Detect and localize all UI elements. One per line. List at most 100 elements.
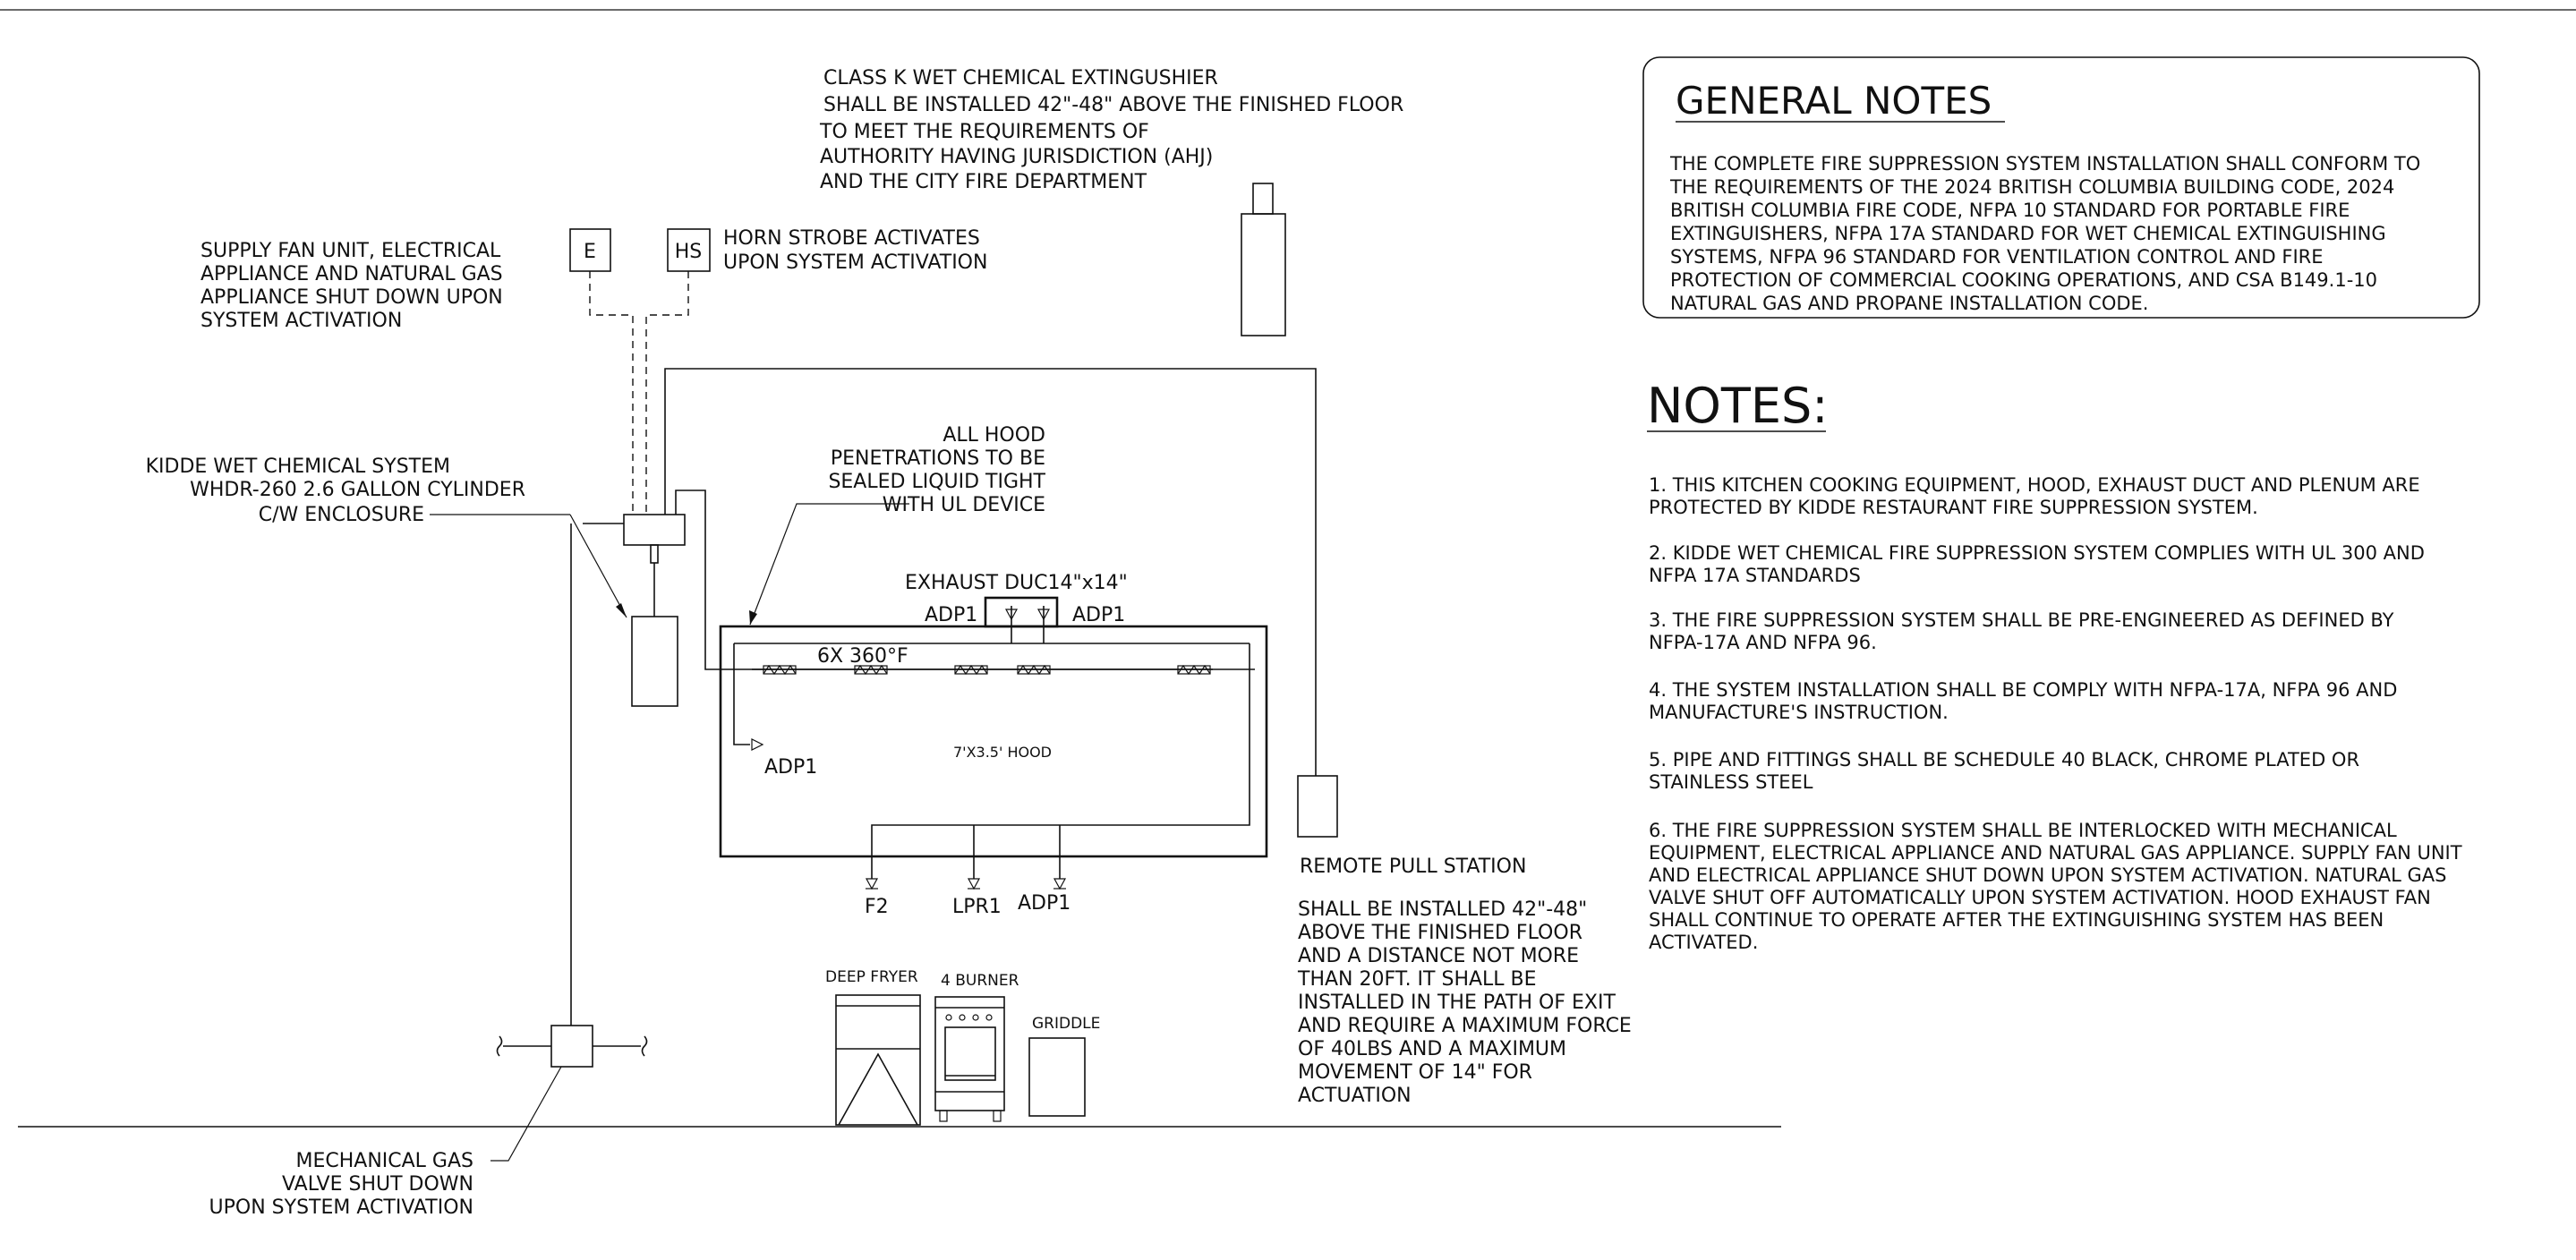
penetration-note-line: WITH UL DEVICE: [883, 494, 1045, 516]
remote-note-line: INSTALLED IN THE PATH OF EXIT: [1298, 992, 1616, 1014]
remote-note-line: AND REQUIRE A MAXIMUM FORCE: [1298, 1015, 1632, 1037]
note-item-line: SHALL CONTINUE TO OPERATE AFTER THE EXTI…: [1649, 909, 2384, 931]
horn-strobe-box: HS: [667, 228, 711, 272]
nozzle-lpr1-label: LPR1: [952, 896, 1002, 918]
kidde-note-line: C/W ENCLOSURE: [259, 504, 424, 526]
four-burner-range: [934, 996, 1005, 1122]
kidde-note-line: KIDDE WET CHEMICAL SYSTEM: [146, 455, 450, 478]
shutdown-note-line: APPLIANCE SHUT DOWN UPON: [200, 286, 503, 309]
remote-note-line: SHALL BE INSTALLED 42"-48": [1298, 898, 1587, 921]
extinguisher-note-line: CLASS K WET CHEMICAL EXTINGUSHIER: [823, 67, 1218, 89]
general-notes-title: GENERAL NOTES: [1676, 79, 1992, 123]
deep-fryer-label: DEEP FRYER: [825, 968, 918, 986]
general-notes-body: THE COMPLETE FIRE SUPPRESSION SYSTEM INS…: [1669, 153, 2420, 314]
penetration-note: ALL HOOD PENETRATIONS TO BE SEALED LIQUI…: [828, 424, 1045, 516]
fusible-links: [752, 664, 1213, 676]
note-item-line: ACTIVATED.: [1649, 932, 1758, 953]
note-item-line: AND ELECTRICAL APPLIANCE SHUT DOWN UPON …: [1649, 864, 2446, 886]
shutdown-note-line: SYSTEM ACTIVATION: [200, 310, 402, 332]
hood-label: 7'X3.5' HOOD: [953, 744, 1052, 761]
remote-note-line: ACTUATION: [1298, 1085, 1412, 1107]
general-notes-line: EXTINGUISHERS, NFPA 17A STANDARD FOR WET…: [1670, 223, 2386, 244]
kidde-note: KIDDE WET CHEMICAL SYSTEM WHDR-260 2.6 G…: [146, 455, 525, 526]
horn-strobe-label: HS: [675, 241, 703, 263]
note-item-line: 1. THIS KITCHEN COOKING EQUIPMENT, HOOD,…: [1649, 474, 2420, 496]
note-item-line: 3. THE FIRE SUPPRESSION SYSTEM SHALL BE …: [1649, 609, 2394, 631]
control-wiring: [589, 271, 689, 515]
griddle-label: GRIDDLE: [1032, 1015, 1100, 1033]
gas-valve-note-line: UPON SYSTEM ACTIVATION: [209, 1196, 473, 1219]
shutdown-note: SUPPLY FAN UNIT, ELECTRICAL APPLIANCE AN…: [200, 240, 503, 332]
hood: [719, 625, 1268, 858]
penetration-note-line: PENETRATIONS TO BE: [831, 447, 1045, 470]
penetration-leader: [749, 503, 909, 626]
horn-note-line: HORN STROBE ACTIVATES: [723, 227, 980, 250]
note-item-line: VALVE SHUT OFF AUTOMATICALLY UPON SYSTEM…: [1649, 887, 2431, 908]
gas-valve-icon: [496, 1025, 648, 1068]
exhaust-label: EXHAUST DUC14"x14": [905, 572, 1128, 594]
horn-note: HORN STROBE ACTIVATES UPON SYSTEM ACTIVA…: [723, 227, 987, 274]
note-item-line: MANUFACTURE'S INSTRUCTION.: [1649, 702, 1949, 723]
nozzle-f2-label: F2: [865, 896, 889, 918]
kidde-leader-arrow: [569, 514, 627, 618]
kidde-note-line: WHDR-260 2.6 GALLON CYLINDER: [190, 479, 525, 501]
gas-valve-note-line: VALVE SHUT DOWN: [282, 1173, 473, 1196]
remote-pull-station-icon: [1297, 775, 1338, 838]
duct-nozzles: [1004, 606, 1051, 644]
extinguisher-note-line: TO MEET THE REQUIREMENTS OF: [819, 121, 1149, 143]
burner-label: 4 BURNER: [941, 972, 1019, 990]
electrical-box-label: E: [584, 241, 596, 263]
shutdown-note-line: SUPPLY FAN UNIT, ELECTRICAL: [200, 240, 501, 262]
general-notes-line: BRITISH COLUMBIA FIRE CODE, NFPA 10 STAN…: [1670, 200, 2350, 221]
note-item-line: 2. KIDDE WET CHEMICAL FIRE SUPPRESSION S…: [1649, 542, 2425, 564]
gas-valve-note-line: MECHANICAL GAS: [295, 1150, 473, 1172]
remote-note-line: ABOVE THE FINISHED FLOOR: [1298, 922, 1582, 944]
kidde-control-enclosure: [623, 490, 706, 707]
note-item-line: NFPA 17A STANDARDS: [1649, 565, 1861, 586]
extinguisher-icon: [1241, 183, 1286, 336]
gas-valve-note: MECHANICAL GAS VALVE SHUT DOWN UPON SYST…: [209, 1150, 473, 1219]
shutdown-note-line: APPLIANCE AND NATURAL GAS: [200, 263, 503, 285]
appliance-nozzles: [865, 878, 1067, 890]
notes-title: NOTES:: [1647, 378, 1828, 434]
general-notes-line: THE COMPLETE FIRE SUPPRESSION SYSTEM INS…: [1669, 153, 2420, 175]
note-item-line: 4. THE SYSTEM INSTALLATION SHALL BE COMP…: [1649, 679, 2397, 701]
fusible-label: 6X 360°F: [817, 645, 908, 668]
extinguisher-note-line: SHALL BE INSTALLED 42"-48" ABOVE THE FIN…: [823, 94, 1403, 116]
extinguisher-note-line: AND THE CITY FIRE DEPARTMENT: [820, 171, 1147, 193]
gas-valve-leader: [490, 1066, 562, 1162]
note-item-line: EQUIPMENT, ELECTRICAL APPLIANCE AND NATU…: [1649, 842, 2462, 864]
notes-body: 1. THIS KITCHEN COOKING EQUIPMENT, HOOD,…: [1649, 474, 2462, 953]
adp1-plenum-label: ADP1: [764, 756, 817, 779]
extinguisher-note: CLASS K WET CHEMICAL EXTINGUSHIER SHALL …: [819, 67, 1403, 193]
deep-fryer: [835, 994, 921, 1126]
note-item-line: NFPA-17A AND NFPA 96.: [1649, 632, 1877, 653]
remote-note-line: OF 40LBS AND A MAXIMUM: [1298, 1038, 1566, 1060]
remote-note-line: THAN 20FT. IT SHALL BE: [1297, 968, 1537, 991]
note-item-line: 6. THE FIRE SUPPRESSION SYSTEM SHALL BE …: [1649, 820, 2397, 841]
remote-note-line: AND A DISTANCE NOT MORE: [1298, 945, 1579, 967]
general-notes-line: SYSTEMS, NFPA 96 STANDARD FOR VENTILATIO…: [1670, 246, 2324, 268]
penetration-note-line: SEALED LIQUID TIGHT: [828, 471, 1045, 493]
remote-note: SHALL BE INSTALLED 42"-48" ABOVE THE FIN…: [1297, 898, 1632, 1107]
general-notes-line: THE REQUIREMENTS OF THE 2024 BRITISH COL…: [1669, 176, 2394, 198]
distribution-piping: [733, 643, 1250, 879]
nozzle-adp1-label: ADP1: [1018, 892, 1070, 915]
penetration-note-line: ALL HOOD: [943, 424, 1045, 447]
general-notes-line: NATURAL GAS AND PROPANE INSTALLATION COD…: [1670, 293, 2148, 314]
electrical-shutdown-box: E: [569, 228, 611, 272]
kidde-arrowhead: [616, 603, 627, 617]
note-item-line: 5. PIPE AND FITTINGS SHALL BE SCHEDULE 4…: [1649, 749, 2359, 770]
extinguisher-note-line: AUTHORITY HAVING JURISDICTION (AHJ): [820, 146, 1213, 168]
griddle: [1028, 1037, 1086, 1117]
general-notes-box: [1642, 56, 2480, 319]
exhaust-duct: [984, 596, 1059, 628]
remote-note-line: MOVEMENT OF 14" FOR: [1298, 1061, 1532, 1084]
horn-note-line: UPON SYSTEM ACTIVATION: [723, 251, 987, 274]
note-item-line: PROTECTED BY KIDDE RESTAURANT FIRE SUPPR…: [1649, 497, 2258, 518]
note-item-line: STAINLESS STEEL: [1649, 771, 1813, 793]
general-notes-line: PROTECTION OF COMMERCIAL COOKING OPERATI…: [1670, 269, 2377, 291]
penetration-arrowhead: [749, 610, 757, 625]
adp1-left-label: ADP1: [925, 604, 977, 626]
